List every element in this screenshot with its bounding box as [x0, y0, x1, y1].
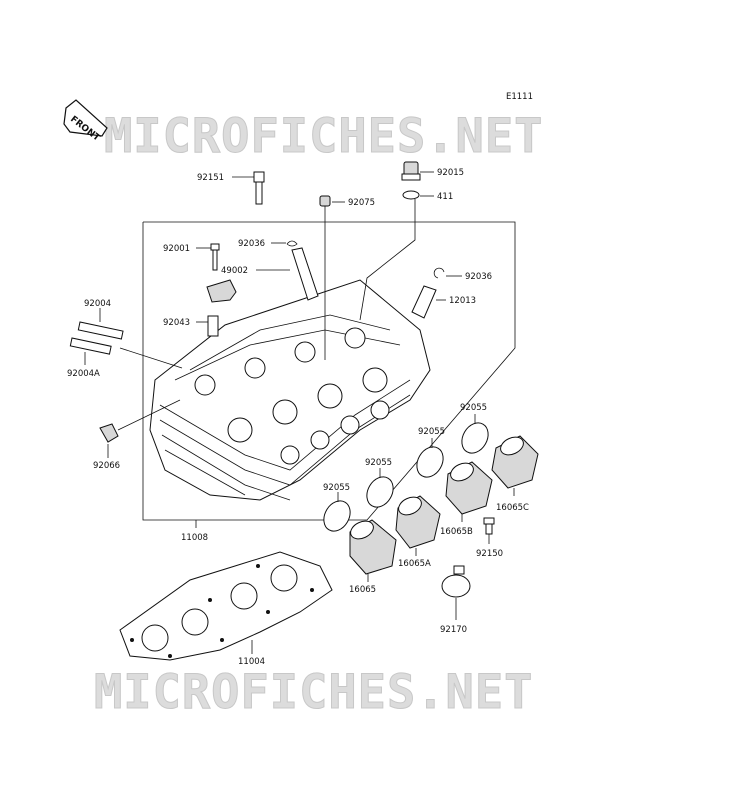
o-ring-92055-b-icon — [366, 476, 394, 508]
callout-16065: 16065 — [349, 585, 376, 595]
watermark-bottom: MICROFICHES.NET — [94, 665, 533, 720]
clip-92036-right-icon — [433, 267, 445, 279]
callout-49002: 49002 — [221, 266, 248, 276]
callout-92151: 92151 — [197, 173, 224, 183]
callout-92055-c: 92055 — [418, 427, 445, 437]
callout-92036-right: 92036 — [465, 272, 492, 282]
diagram-code: E1111 — [506, 92, 533, 102]
watermark-top: MICROFICHES.NET — [104, 109, 543, 164]
o-ring-92055-d-icon — [461, 422, 489, 454]
holder-16065C-icon — [491, 435, 539, 489]
plug-92075-icon — [319, 195, 331, 207]
studs-92004-icon — [69, 321, 124, 355]
callout-11008: 11008 — [181, 533, 208, 543]
callout-92170: 92170 — [440, 625, 467, 635]
bolt-92151-icon — [253, 171, 265, 205]
callout-92015: 92015 — [437, 168, 464, 178]
callout-92075: 92075 — [348, 198, 375, 208]
callout-92001: 92001 — [163, 244, 190, 254]
callout-411: 411 — [437, 192, 453, 202]
head-gasket-11004-icon — [119, 551, 333, 661]
callout-92066: 92066 — [93, 461, 120, 471]
callout-92043: 92043 — [163, 318, 190, 328]
cylinder-head-bracket — [142, 221, 516, 528]
washer-411-icon — [402, 190, 420, 200]
holder-16065B-icon — [445, 461, 493, 515]
o-ring-92055-a-icon — [323, 500, 351, 532]
bolt-92001-icon — [210, 243, 220, 271]
dowel-92043-icon — [207, 315, 219, 337]
front-arrow-icon: FRONT — [63, 99, 108, 144]
holder-16065-icon — [349, 519, 397, 575]
clamp-92170-icon — [441, 565, 471, 598]
o-ring-92055-c-icon — [416, 446, 444, 478]
cylinder-head-icon — [149, 279, 431, 501]
callout-92055-d: 92055 — [460, 403, 487, 413]
screw-92150-icon — [483, 517, 495, 535]
plug-92066-icon — [99, 423, 119, 443]
callout-92055-b: 92055 — [365, 458, 392, 468]
guide-12013-icon — [411, 285, 437, 319]
clip-92036-icon — [286, 240, 298, 247]
guide-49002-icon — [291, 247, 319, 301]
callout-16065B: 16065B — [440, 527, 473, 537]
cap-nut-92015-icon — [401, 161, 421, 181]
callout-92004: 92004 — [84, 299, 111, 309]
callout-11004: 11004 — [238, 657, 265, 667]
callout-92150: 92150 — [476, 549, 503, 559]
callout-16065A: 16065A — [398, 559, 431, 569]
cam-cap-icon — [206, 279, 237, 303]
callout-92004A: 92004A — [67, 369, 100, 379]
callout-92036-left: 92036 — [238, 239, 265, 249]
callout-92055-a: 92055 — [323, 483, 350, 493]
callout-16065C: 16065C — [496, 503, 529, 513]
callout-12013: 12013 — [449, 296, 476, 306]
holder-16065A-icon — [395, 495, 441, 549]
